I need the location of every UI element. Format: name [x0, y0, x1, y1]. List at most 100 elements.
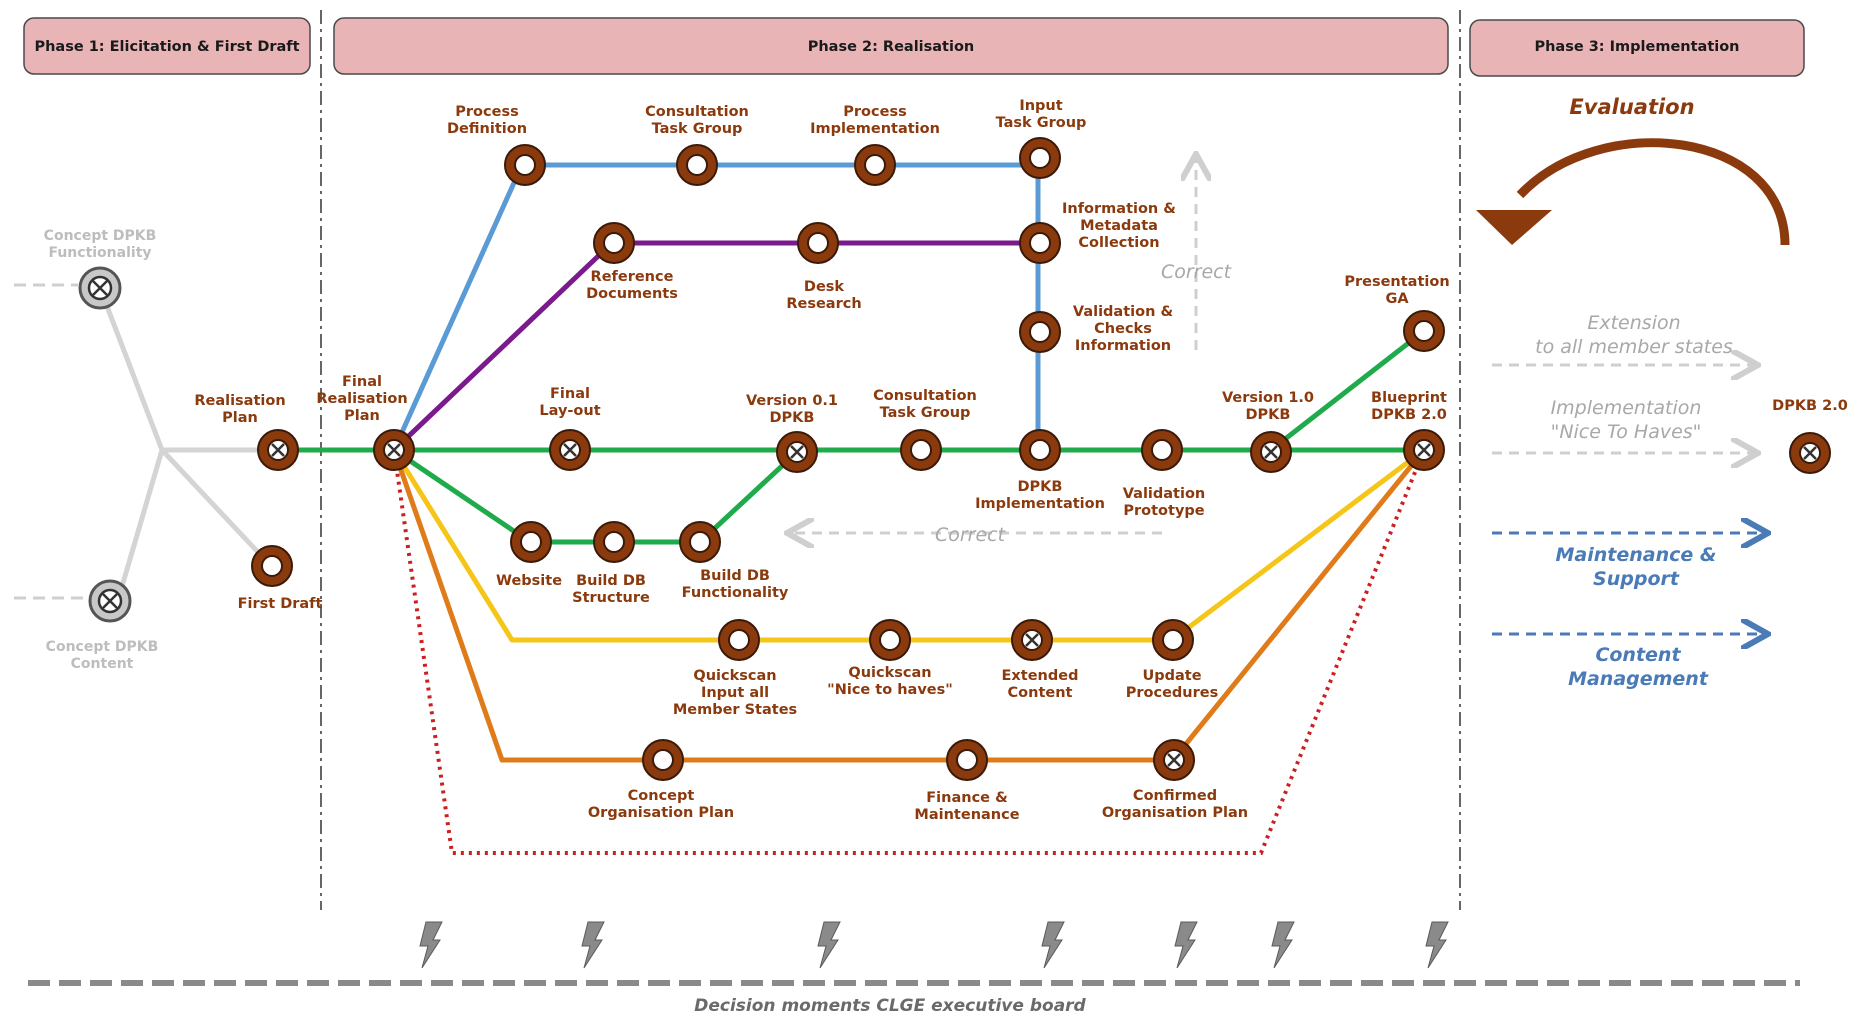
station-version-01 [776, 431, 818, 473]
station-process-implementation [854, 144, 896, 186]
maintenance-label-2: Support [1593, 568, 1680, 590]
station-realisation-plan [257, 429, 299, 471]
label-extended-content-1: Extended [1002, 668, 1079, 684]
red-dotted-boundary [392, 449, 1426, 855]
label-website-1: Website [496, 573, 562, 589]
label-quickscan-nice-1: Quickscan [848, 665, 931, 681]
station-validation-prototype [1141, 429, 1183, 471]
label-validation-prototype-2: Prototype [1123, 503, 1204, 519]
station-first-draft [251, 545, 293, 587]
label-build-db-structure-1: Build DB [576, 573, 646, 589]
label-input-task-group-1: Input [1019, 98, 1062, 114]
label-process-definition-2: Definition [447, 121, 527, 137]
label-content-1: Concept DPKB [46, 639, 159, 655]
label-concept-org-plan-1: Concept [628, 788, 695, 804]
implementation-label-2: "Nice To Haves" [1551, 421, 1702, 443]
label-quickscan-nice-2: "Nice to haves" [827, 682, 953, 698]
label-dpkb-implementation-2: Implementation [975, 496, 1105, 512]
station-final-realisation-plan [373, 429, 415, 471]
station-consultation-task-group-top [676, 144, 718, 186]
station-input-task-group [1019, 137, 1061, 179]
content-management-label-2: Management [1568, 668, 1709, 690]
label-dpkb-20-1: DPKB 2.0 [1772, 398, 1848, 414]
station-confirmed-org-plan [1153, 739, 1195, 781]
blue-line [391, 162, 1041, 453]
station-consultation-task-group-mid [900, 429, 942, 471]
label-process-implementation-2: Implementation [810, 121, 940, 137]
label-information-metadata-3: Collection [1078, 235, 1159, 251]
label-final-realisation-plan-2: Realisation [316, 391, 407, 407]
label-confirmed-org-plan-1: Confirmed [1133, 788, 1217, 804]
station-version-10 [1250, 431, 1292, 473]
station-desk-research [797, 222, 839, 264]
label-version-10-1: Version 1.0 [1222, 390, 1314, 406]
label-update-procedures-1: Update [1142, 668, 1201, 684]
label-build-db-functionality-2: Functionality [682, 585, 789, 601]
correct-bottom-label: Correct [935, 524, 1007, 546]
label-build-db-structure-2: Structure [572, 590, 650, 606]
station-dpkb-20 [1789, 432, 1831, 474]
label-version-01-2: DPKB [770, 410, 815, 426]
station-quickscan-input [718, 619, 760, 661]
decision-moment-bolts [419, 921, 1449, 969]
maintenance-label-1: Maintenance & [1556, 544, 1717, 566]
label-quickscan-input-2: Input all [701, 685, 769, 701]
orange-line [391, 447, 1427, 763]
label-reference-documents-1: Reference [591, 269, 674, 285]
station-content [88, 579, 132, 623]
station-website [510, 521, 552, 563]
lightning-bolt-icon-6 [1271, 921, 1295, 969]
label-realisation-plan-2: Plan [222, 410, 258, 426]
label-presentation-ga-2: GA [1385, 291, 1409, 307]
label-presentation-ga-1: Presentation [1344, 274, 1449, 290]
label-validation-checks-3: Information [1075, 338, 1171, 354]
label-build-db-functionality-1: Build DB [700, 568, 770, 584]
station-quickscan-nice [869, 619, 911, 661]
label-consultation-task-group-mid-1: Consultation [873, 388, 977, 404]
label-information-metadata-2: Metadata [1080, 218, 1158, 234]
stations [78, 137, 1831, 781]
label-extended-content-2: Content [1008, 685, 1073, 701]
label-final-realisation-plan-1: Final [342, 374, 382, 390]
station-information-metadata [1019, 222, 1061, 264]
label-validation-checks-1: Validation & [1073, 304, 1174, 320]
station-dpkb-implementation [1019, 429, 1061, 471]
label-content-2: Content [71, 656, 134, 672]
lightning-bolt-icon-5 [1174, 921, 1198, 969]
label-reference-documents-2: Documents [586, 286, 678, 302]
label-dpkb-implementation-1: DPKB [1018, 479, 1063, 495]
lightning-bolt-icon-4 [1041, 921, 1065, 969]
label-input-task-group-2: Task Group [996, 115, 1087, 131]
station-final-layout [549, 429, 591, 471]
label-blueprint-2: DPKB 2.0 [1371, 407, 1447, 423]
label-quickscan-input-3: Member States [673, 702, 797, 718]
label-finance-maintenance-2: Maintenance [914, 807, 1019, 823]
label-confirmed-org-plan-2: Organisation Plan [1102, 805, 1248, 821]
station-validation-checks [1019, 311, 1061, 353]
evaluation-arrow [1476, 138, 1790, 246]
yellow-line [391, 447, 1427, 643]
phase-3-label: Phase 3: Implementation [1534, 39, 1739, 55]
station-blueprint [1403, 429, 1445, 471]
label-consultation-task-group-mid-2: Task Group [880, 405, 971, 421]
phase-2-header: Phase 2: Realisation [333, 17, 1449, 75]
label-functionality-2: Functionality [48, 245, 151, 261]
label-version-10-2: DPKB [1246, 407, 1291, 423]
label-finance-maintenance-1: Finance & [926, 790, 1008, 806]
label-functionality-1: Concept DPKB [44, 228, 157, 244]
label-first-draft-1: First Draft [238, 596, 323, 612]
phase-3-header: Phase 3: Implementation [1469, 19, 1805, 77]
label-final-layout-1: Final [550, 386, 590, 402]
label-validation-checks-2: Checks [1094, 321, 1152, 337]
extension-label-1: Extension [1587, 312, 1680, 334]
label-consultation-task-group-top-1: Consultation [645, 104, 749, 120]
label-realisation-plan-1: Realisation [194, 393, 285, 409]
label-process-definition-1: Process [455, 104, 518, 120]
station-process-definition [504, 144, 546, 186]
green-branch-line [391, 447, 800, 545]
station-functionality [78, 266, 122, 310]
label-final-layout-2: Lay-out [539, 403, 600, 419]
phase-2-label: Phase 2: Realisation [808, 39, 975, 55]
label-blueprint-1: Blueprint [1371, 390, 1447, 406]
